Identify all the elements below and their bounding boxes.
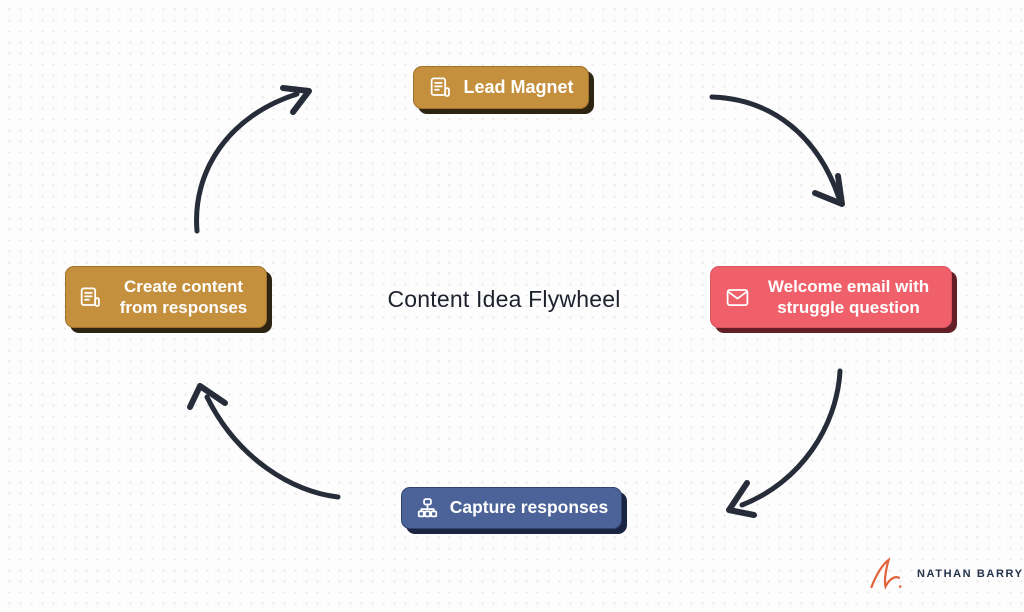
node-label: Lead Magnet [463, 77, 574, 98]
brand-name: NATHAN BARRY [917, 568, 1024, 580]
node-create-content[interactable]: Create content from responses [65, 266, 267, 328]
node-capture-responses[interactable]: Capture responses [401, 487, 622, 529]
arrow-create-to-lead [194, 85, 312, 234]
node-lead-magnet[interactable]: Lead Magnet [413, 66, 589, 109]
node-label: Capture responses [449, 497, 609, 518]
script-n-monogram-icon [868, 554, 904, 594]
document-lines-icon [431, 77, 451, 97]
arrow-welcome-to-capture [726, 368, 843, 518]
envelope-icon [726, 288, 748, 306]
arrow-capture-to-create [187, 383, 341, 500]
branding: NATHAN BARRY [868, 554, 1024, 594]
node-label: Create content from responses [119, 276, 248, 317]
org-chart-icon [417, 497, 437, 517]
node-label: Welcome email with struggle question [767, 276, 930, 317]
arrow-lead-to-welcome [709, 94, 845, 207]
document-lines-icon [80, 286, 100, 307]
diagram-title: Content Idea Flywheel [387, 286, 621, 312]
node-welcome-email[interactable]: Welcome email with struggle question [710, 266, 952, 328]
